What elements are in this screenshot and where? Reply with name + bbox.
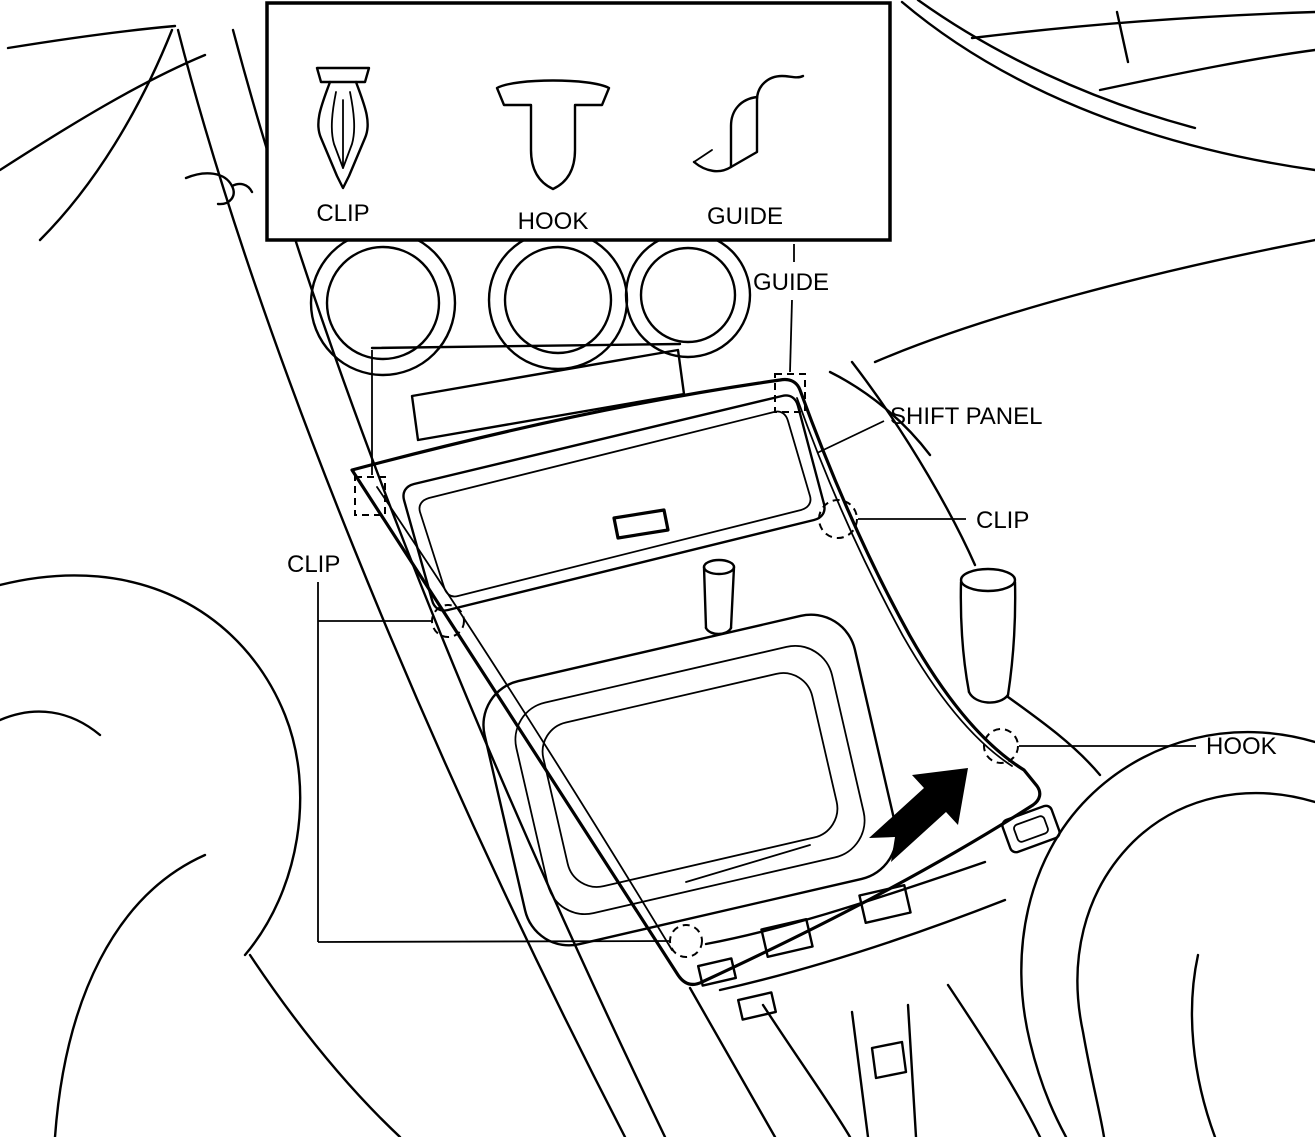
leader-lines bbox=[317, 244, 1196, 943]
shift-panel-outline bbox=[350, 377, 1042, 986]
legend-label-hook: HOOK bbox=[518, 208, 589, 235]
lid-latch-slot bbox=[612, 508, 670, 540]
fastener-markers bbox=[354, 373, 1019, 958]
callout-guide: GUIDE bbox=[753, 269, 829, 296]
shifter-opening bbox=[482, 613, 898, 947]
callout-labels: GUIDE SHIFT PANEL CLIP CLIP HOOK bbox=[287, 269, 1277, 760]
marker-clip-right bbox=[818, 499, 858, 539]
shift-lever-shaft bbox=[702, 558, 736, 636]
brake-lever-base bbox=[959, 567, 1102, 777]
storage-compartment bbox=[402, 394, 826, 612]
clip-icon bbox=[315, 66, 371, 190]
marker-hook bbox=[983, 728, 1019, 764]
hook-icon bbox=[495, 79, 611, 191]
fastener-legend: CLIP HOOK GUIDE bbox=[265, 1, 892, 242]
legend-label-clip: CLIP bbox=[316, 200, 369, 227]
marker-clip-bottom bbox=[669, 924, 703, 958]
removal-direction-arrow bbox=[869, 768, 968, 862]
hook-tab bbox=[1001, 804, 1061, 854]
guide-icon bbox=[692, 74, 805, 173]
legend-box bbox=[265, 1, 892, 242]
console-vents bbox=[309, 229, 752, 377]
marker-clip-top-left bbox=[354, 476, 386, 516]
callout-hook: HOOK bbox=[1206, 733, 1277, 760]
lower-bracket bbox=[696, 804, 1061, 1137]
callout-clip-left: CLIP bbox=[287, 551, 340, 578]
legend-label-guide: GUIDE bbox=[707, 203, 783, 230]
marker-guide bbox=[774, 373, 806, 413]
callout-shift-panel: SHIFT PANEL bbox=[890, 403, 1042, 430]
marker-clip-left bbox=[431, 604, 465, 638]
callout-clip-right: CLIP bbox=[976, 507, 1029, 534]
